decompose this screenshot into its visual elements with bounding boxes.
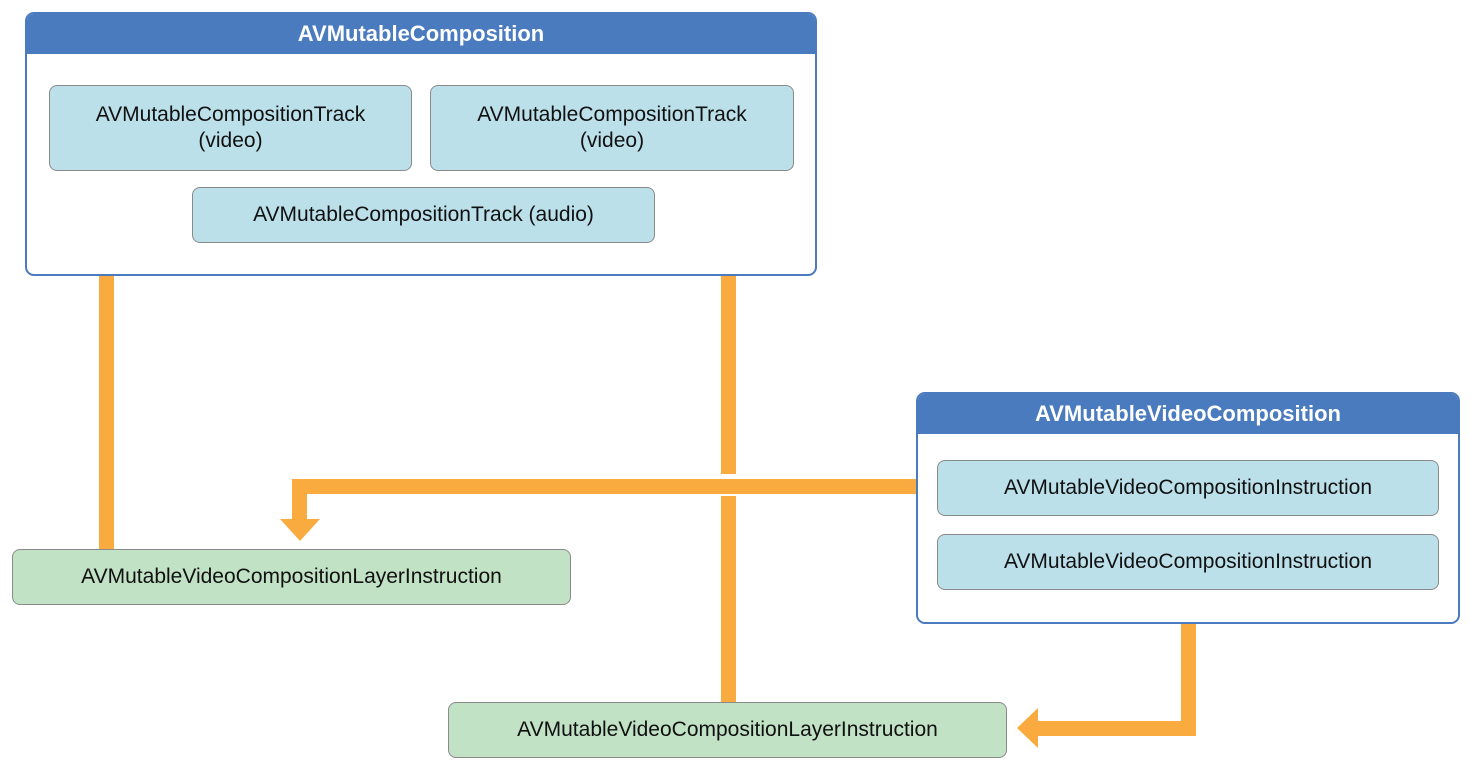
audio-track-label: AVMutableCompositionTrack (audio) bbox=[253, 203, 594, 226]
mutable-composition-title: AVMutableComposition bbox=[27, 14, 815, 54]
layer-instruction-box-2: AVMutableVideoCompositionLayerInstructio… bbox=[448, 702, 1007, 758]
audio-track-box: AVMutableCompositionTrack (audio) bbox=[192, 187, 655, 243]
instruction-1-label: AVMutableVideoCompositionInstruction bbox=[1003, 476, 1373, 499]
instruction-2-label: AVMutableVideoCompositionInstruction bbox=[1003, 550, 1373, 573]
video-track-box-1: AVMutableCompositionTrack (video) bbox=[49, 85, 412, 171]
layer-instruction-box-1: AVMutableVideoCompositionLayerInstructio… bbox=[12, 549, 571, 605]
mutable-video-composition-title: AVMutableVideoComposition bbox=[918, 394, 1458, 434]
video-track-box-2: AVMutableCompositionTrack (video) bbox=[430, 85, 794, 171]
arrow-instruction1-to-layer1 bbox=[280, 479, 938, 541]
video-track-2-type: (video) bbox=[579, 129, 645, 152]
instruction-box-2: AVMutableVideoCompositionInstruction bbox=[937, 534, 1439, 590]
video-track-1-name: AVMutableCompositionTrack bbox=[95, 103, 366, 126]
video-track-1-type: (video) bbox=[198, 129, 263, 152]
video-track-2-name: AVMutableCompositionTrack bbox=[477, 103, 747, 126]
layer-instruction-1-label: AVMutableVideoCompositionLayerInstructio… bbox=[81, 565, 502, 588]
layer-instruction-2-label: AVMutableVideoCompositionLayerInstructio… bbox=[517, 718, 938, 741]
instruction-box-1: AVMutableVideoCompositionInstruction bbox=[937, 460, 1439, 516]
